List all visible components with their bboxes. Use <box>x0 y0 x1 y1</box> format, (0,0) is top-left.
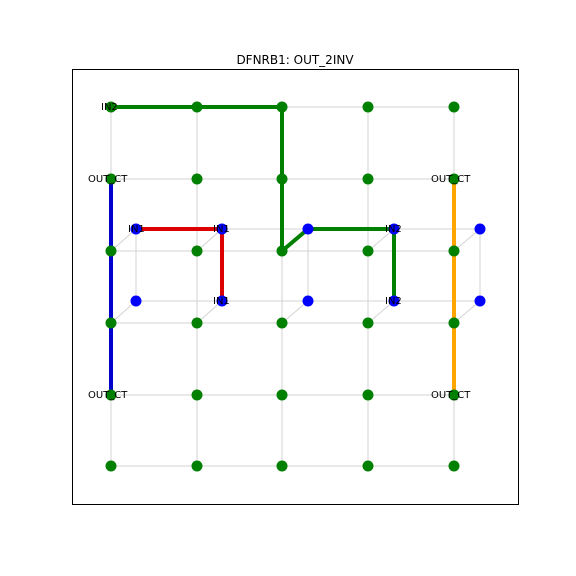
grid-line-diag <box>196 228 223 252</box>
plot-frame <box>72 69 519 505</box>
node-green <box>448 245 460 257</box>
grid-line-diag <box>110 228 137 252</box>
node-green <box>276 101 288 113</box>
label-in1-c: IN1 <box>213 296 230 307</box>
pin-labels: IN2 OUT_CT OUT_CT IN1 IN1 IN2 IN1 IN2 OU… <box>88 102 471 401</box>
node-green <box>276 245 288 257</box>
node-green <box>276 389 288 401</box>
node-green <box>105 389 117 401</box>
node-green <box>448 317 460 329</box>
node-blue <box>130 295 142 307</box>
grid-line-diag <box>453 228 481 252</box>
node-green <box>448 173 460 185</box>
wire-green-mid <box>280 227 394 253</box>
node-green <box>362 173 374 185</box>
node-blue <box>388 223 400 235</box>
node-green <box>105 245 117 257</box>
node-green <box>448 101 460 113</box>
label-in2-b: IN2 <box>385 296 402 307</box>
diagram-title: DFNRB1: OUT_2INV <box>236 53 354 67</box>
grid-lines <box>110 106 481 467</box>
label-out-ct-left-top: OUT_CT <box>88 174 128 185</box>
grid-line-diag <box>281 300 309 324</box>
node-green <box>362 101 374 113</box>
node-green <box>191 317 203 329</box>
node-green <box>276 460 288 472</box>
node-green <box>105 317 117 329</box>
grid-line-diag <box>453 300 481 324</box>
grid-line-diag <box>367 300 395 324</box>
node-green <box>105 460 117 472</box>
node-green <box>362 317 374 329</box>
label-out-ct-right-top: OUT_CT <box>431 174 471 185</box>
node-green <box>276 317 288 329</box>
node-blue <box>388 295 400 307</box>
node-blue <box>474 223 486 235</box>
node-green <box>276 173 288 185</box>
node-green <box>105 173 117 185</box>
node-green <box>191 101 203 113</box>
node-green <box>191 173 203 185</box>
node-green <box>448 389 460 401</box>
label-in1-a: IN1 <box>128 224 145 235</box>
node-blue <box>302 223 314 235</box>
label-in2-top: IN2 <box>101 102 118 113</box>
node-blue <box>216 223 228 235</box>
node-green <box>191 460 203 472</box>
label-in2-a: IN2 <box>385 224 402 235</box>
node-blue <box>216 295 228 307</box>
label-out-ct-left-bottom: OUT_CT <box>88 390 128 401</box>
node-green <box>362 460 374 472</box>
node-green <box>362 245 374 257</box>
grid-line-diag <box>196 300 223 324</box>
label-in1-b: IN1 <box>213 224 230 235</box>
node-blue <box>302 295 314 307</box>
node-green <box>105 101 117 113</box>
grid-line-diag <box>110 300 137 324</box>
node-green <box>362 389 374 401</box>
node-green <box>191 389 203 401</box>
grid-line-diag <box>367 228 395 252</box>
node-blue <box>130 223 142 235</box>
label-out-ct-right-bottom: OUT_CT <box>431 390 471 401</box>
node-blue <box>474 295 486 307</box>
nodes <box>105 101 486 472</box>
node-green <box>191 245 203 257</box>
node-green <box>448 460 460 472</box>
